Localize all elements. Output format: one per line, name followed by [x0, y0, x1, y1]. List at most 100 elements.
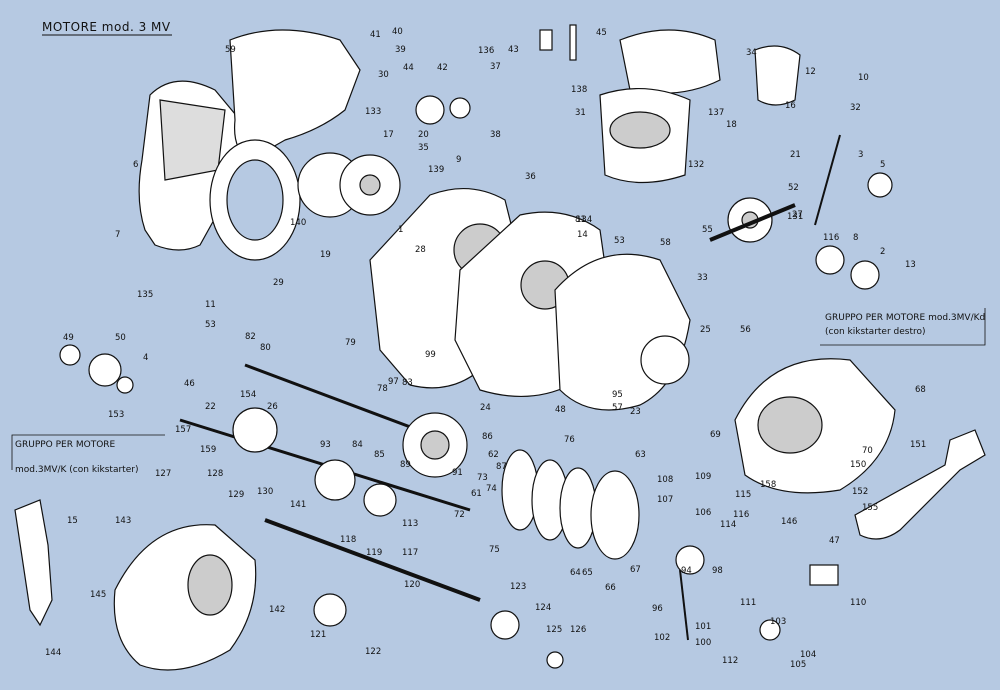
part-callout: 50 — [115, 333, 126, 343]
part-callout: 22 — [205, 402, 216, 412]
part-callout: 14 — [577, 230, 588, 240]
part-callout: 13 — [905, 260, 916, 270]
part-callout: 129 — [228, 490, 245, 500]
part-callout: 119 — [366, 548, 383, 558]
part-callout: 151 — [910, 440, 927, 450]
part-callout: 3 — [858, 150, 864, 160]
part-callout: 6 — [133, 160, 139, 170]
part-callout: 136 — [478, 46, 495, 56]
part-callout: 85 — [374, 450, 385, 460]
part-callout: 24 — [480, 403, 491, 413]
part-callout: 53 — [205, 320, 216, 330]
part-callout: 143 — [115, 516, 132, 526]
part-callout: 107 — [657, 495, 674, 505]
part-callout: 76 — [564, 435, 575, 445]
part-callout: 9 — [456, 155, 462, 165]
part-callout: 128 — [207, 469, 224, 479]
part-callout: 84 — [352, 440, 363, 450]
part-callout: 105 — [790, 660, 807, 670]
part-callout: 106 — [695, 508, 712, 518]
part-callout: 43 — [508, 45, 519, 55]
part-callout: 39 — [395, 45, 406, 55]
part-callout: 126 — [570, 625, 587, 635]
part-callout: 18 — [726, 120, 737, 130]
part-callout: 20 — [418, 130, 429, 140]
part-callout: 64 — [570, 568, 581, 578]
part-callout: 41 — [370, 30, 381, 40]
part-callout: 93 — [320, 440, 331, 450]
part-callout: 29 — [273, 278, 284, 288]
part-callout: 19 — [320, 250, 331, 260]
part-callout: 112 — [722, 656, 739, 666]
part-callout: 150 — [850, 460, 867, 470]
part-callout: 122 — [365, 647, 382, 657]
group-subheading-right: (con kikstarter destro) — [825, 327, 926, 337]
part-callout: 21 — [790, 150, 801, 160]
part-callout: 35 — [418, 143, 429, 153]
part-callout: 16 — [785, 101, 796, 111]
part-callout: 103 — [770, 617, 787, 627]
part-callout: 57 — [612, 403, 623, 413]
part-callout: 115 — [735, 490, 752, 500]
part-callout: 153 — [108, 410, 125, 420]
part-callout: 25 — [700, 325, 711, 335]
part-callout: 130 — [257, 487, 274, 497]
part-callout: 140 — [290, 218, 307, 228]
part-callout: 100 — [695, 638, 712, 648]
part-callout: 62 — [488, 450, 499, 460]
part-callout: 17 — [383, 130, 394, 140]
part-callout: 46 — [184, 379, 195, 389]
part-callout: 31 — [575, 108, 586, 118]
part-callout: 28 — [415, 245, 426, 255]
part-callout: 65 — [582, 568, 593, 578]
part-callout: 124 — [535, 603, 552, 613]
part-callout: 116 — [823, 233, 840, 243]
part-callout: 53 — [614, 236, 625, 246]
part-callout: 139 — [428, 165, 445, 175]
part-callout: 83 — [402, 378, 413, 388]
part-callout: 72 — [454, 510, 465, 520]
part-callout: 133 — [365, 107, 382, 117]
part-callout: 114 — [720, 520, 737, 530]
part-callout: 38 — [490, 130, 501, 140]
part-callout: 154 — [240, 390, 257, 400]
part-callout: 55 — [702, 225, 713, 235]
part-callout: 48 — [555, 405, 566, 415]
part-callout: 4 — [143, 353, 149, 363]
part-callout: 34 — [746, 48, 757, 58]
part-callout: 96 — [652, 604, 663, 614]
part-cylinder-head — [619, 29, 721, 94]
part-callout: 113 — [402, 519, 419, 529]
part-callout: 26 — [267, 402, 278, 412]
part-callout: 59 — [225, 45, 236, 55]
part-callout: 47 — [829, 536, 840, 546]
part-kick-cover-left — [113, 524, 257, 671]
part-callout: 1 — [398, 225, 404, 235]
part-callout: 121 — [310, 630, 327, 640]
part-callout: 155 — [862, 503, 879, 513]
part-callout: 33 — [697, 273, 708, 283]
part-piston — [754, 45, 801, 106]
part-callout: 69 — [710, 430, 721, 440]
part-callout: 125 — [546, 625, 563, 635]
part-callout: 98 — [712, 566, 723, 576]
part-callout: 123 — [510, 582, 527, 592]
part-callout: 117 — [402, 548, 419, 558]
part-callout: 36 — [525, 172, 536, 182]
part-side-cover — [554, 253, 691, 411]
part-callout: 79 — [345, 338, 356, 348]
part-callout: 118 — [340, 535, 357, 545]
part-callout: 37 — [490, 62, 501, 72]
part-callout: 52 — [788, 183, 799, 193]
part-callout: 44 — [403, 63, 414, 73]
part-callout: 152 — [852, 487, 869, 497]
part-callout: 109 — [695, 472, 712, 482]
part-callout: 81 — [575, 215, 586, 225]
part-callout: 141 — [290, 500, 307, 510]
part-callout: 135 — [137, 290, 154, 300]
part-callout: 7 — [115, 230, 121, 240]
part-callout: 30 — [378, 70, 389, 80]
part-callout: 138 — [571, 85, 588, 95]
